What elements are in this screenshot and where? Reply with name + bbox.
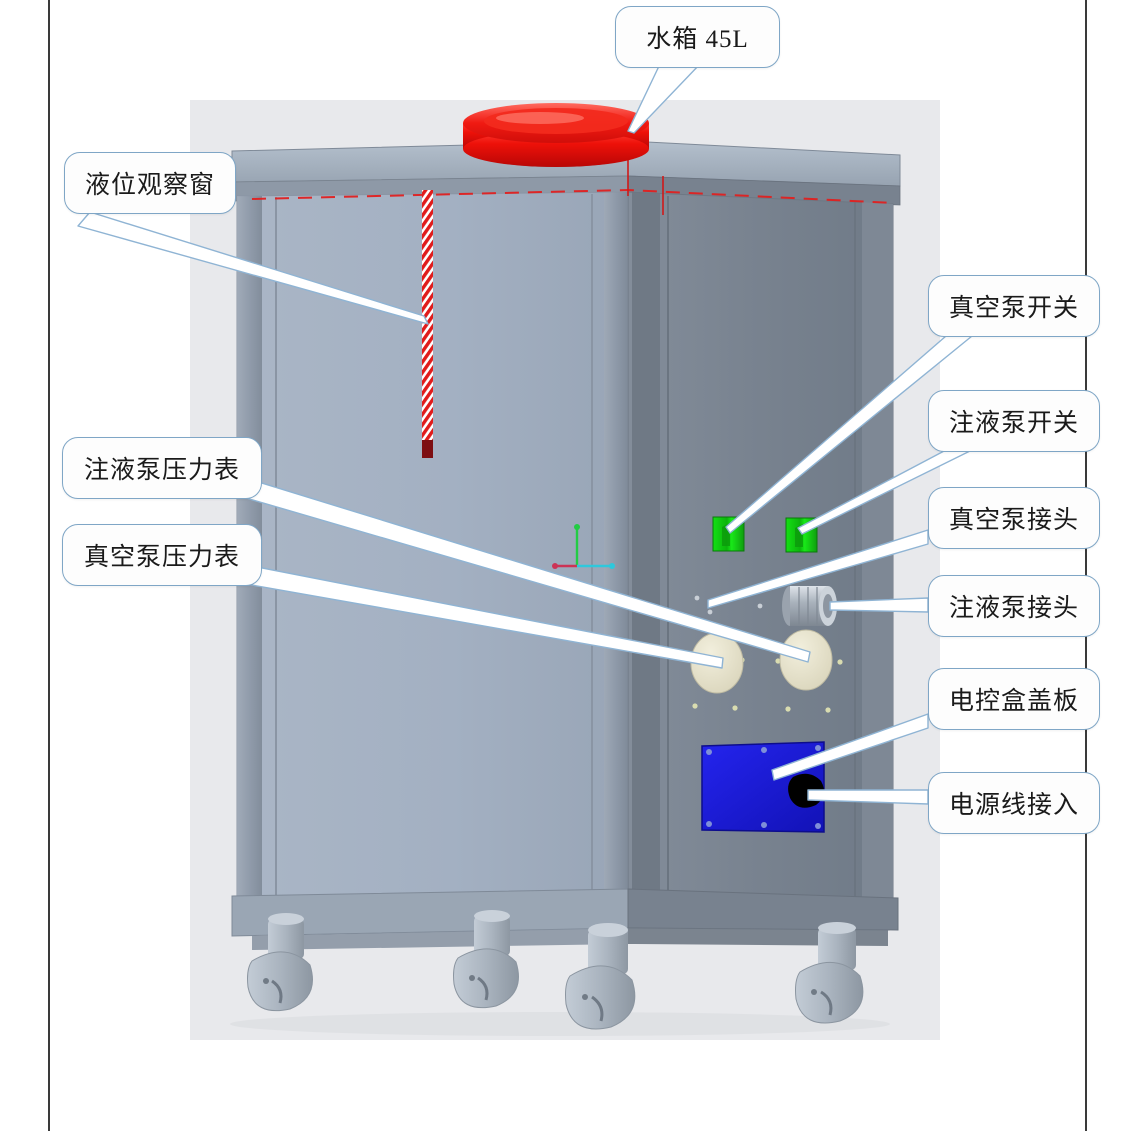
callout-filling-pump-gauge[interactable]: 注液泵压力表 bbox=[62, 437, 262, 499]
callout-liquid-level-window[interactable]: 液位观察窗 bbox=[64, 152, 236, 214]
sight-glass-bottom-cap bbox=[422, 440, 433, 458]
water-tank-cap bbox=[463, 103, 649, 167]
callout-label: 电源线接入 bbox=[948, 792, 1079, 819]
callout-label: 真空泵接头 bbox=[948, 507, 1079, 534]
coordinate-triad bbox=[552, 524, 615, 569]
callout-label: 液位观察窗 bbox=[84, 172, 215, 199]
caster bbox=[247, 913, 313, 1012]
callout-filling-pump-port[interactable]: 注液泵接头 bbox=[928, 575, 1100, 637]
caster bbox=[565, 923, 636, 1030]
leader-vacuum-port bbox=[707, 529, 929, 609]
side-rail-left bbox=[632, 192, 660, 905]
page-frame-right-rule bbox=[1085, 0, 1087, 1131]
callout-label: 注液泵压力表 bbox=[83, 457, 240, 484]
callout-vacuum-pump-switch[interactable]: 真空泵开关 bbox=[928, 275, 1100, 337]
callout-label: 水箱 45L bbox=[646, 26, 749, 53]
caster bbox=[453, 910, 519, 1009]
filling-pump-coupler bbox=[782, 586, 837, 626]
callout-vacuum-pump-port[interactable]: 真空泵接头 bbox=[928, 487, 1100, 549]
callout-label: 注液泵接头 bbox=[948, 595, 1079, 622]
callout-vacuum-pump-gauge[interactable]: 真空泵压力表 bbox=[62, 524, 262, 586]
callout-label: 电控盒盖板 bbox=[948, 688, 1079, 715]
callout-label: 真空泵压力表 bbox=[83, 544, 240, 571]
callout-label: 真空泵开关 bbox=[948, 295, 1079, 322]
callout-filling-pump-switch[interactable]: 注液泵开关 bbox=[928, 390, 1100, 452]
floor-shadow bbox=[230, 1012, 890, 1036]
cabinet-body bbox=[230, 103, 901, 1036]
base-front-lip bbox=[252, 928, 628, 950]
callout-power-cable-inlet[interactable]: 电源线接入 bbox=[928, 772, 1100, 834]
caster bbox=[795, 922, 864, 1024]
base-side-rail bbox=[627, 888, 899, 931]
callout-label: 注液泵开关 bbox=[948, 410, 1079, 437]
leader-lines bbox=[77, 63, 973, 805]
front-rail-right bbox=[604, 192, 628, 906]
leader-control-box bbox=[771, 713, 929, 781]
page-frame-left-rule bbox=[48, 0, 50, 1131]
leader-level-window bbox=[77, 211, 429, 325]
callout-water-tank[interactable]: 水箱 45L bbox=[615, 6, 780, 68]
leader-water-tank bbox=[627, 63, 701, 134]
callout-control-box-cover[interactable]: 电控盒盖板 bbox=[928, 668, 1100, 730]
